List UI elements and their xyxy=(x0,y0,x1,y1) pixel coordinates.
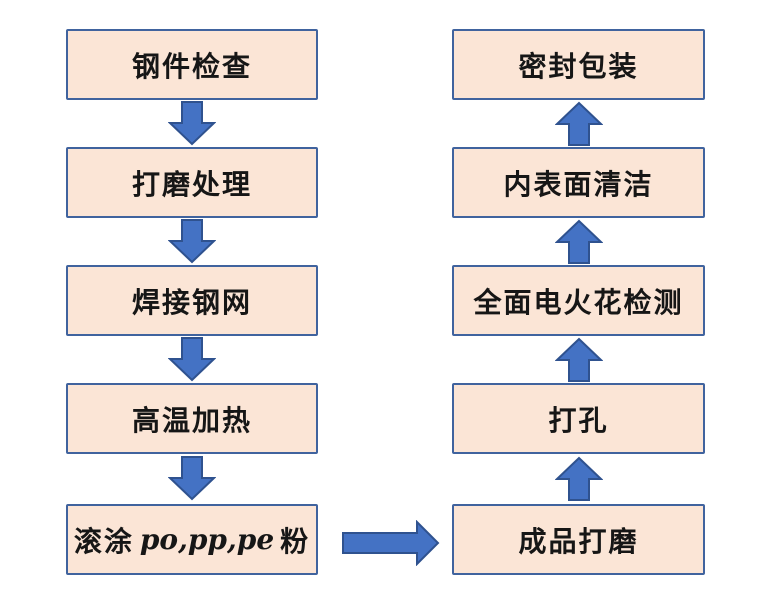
flow-step-label: 内表面清洁 xyxy=(503,167,654,201)
flow-step-label-latin: po,pp,pe xyxy=(139,523,275,556)
flow-step-label: 滚涂 xyxy=(73,524,134,558)
flow-step-grinding-treatment: 打磨处理 xyxy=(66,147,318,218)
flow-step-finished-grinding: 成品打磨 xyxy=(452,504,705,575)
arrow-up-icon xyxy=(555,456,603,501)
arrow-up-icon xyxy=(555,219,603,264)
flow-step-label: 高温加热 xyxy=(131,403,252,437)
flow-step-label: 打磨处理 xyxy=(131,167,252,201)
flow-step-roll-coating-powder: 滚涂 po,pp,pe 粉 xyxy=(66,504,318,575)
flow-step-sealed-packaging: 密封包装 xyxy=(452,29,705,100)
flow-step-label: 粉 xyxy=(280,524,311,558)
flow-step-spark-testing: 全面电火花检测 xyxy=(452,265,705,336)
flow-step-inner-surface-cleaning: 内表面清洁 xyxy=(452,147,705,218)
flow-step-label: 打孔 xyxy=(548,403,609,437)
arrow-right-icon xyxy=(342,520,440,566)
arrow-up-icon xyxy=(555,337,603,382)
flow-step-weld-steel-mesh: 焊接钢网 xyxy=(66,265,318,336)
flow-step-label: 焊接钢网 xyxy=(131,285,252,319)
flow-step-label: 钢件检查 xyxy=(131,49,252,83)
flow-step-steel-inspection: 钢件检查 xyxy=(66,29,318,100)
flow-step-drilling: 打孔 xyxy=(452,383,705,454)
arrow-down-icon xyxy=(168,101,216,146)
arrow-down-icon xyxy=(168,337,216,382)
arrow-up-icon xyxy=(555,101,603,146)
flow-step-label: 密封包装 xyxy=(518,49,639,83)
arrow-down-icon xyxy=(168,456,216,501)
arrow-down-icon xyxy=(168,219,216,264)
flow-step-high-temp-heating: 高温加热 xyxy=(66,383,318,454)
flow-step-label: 全面电火花检测 xyxy=(473,285,684,319)
flow-step-label: 成品打磨 xyxy=(518,524,639,558)
